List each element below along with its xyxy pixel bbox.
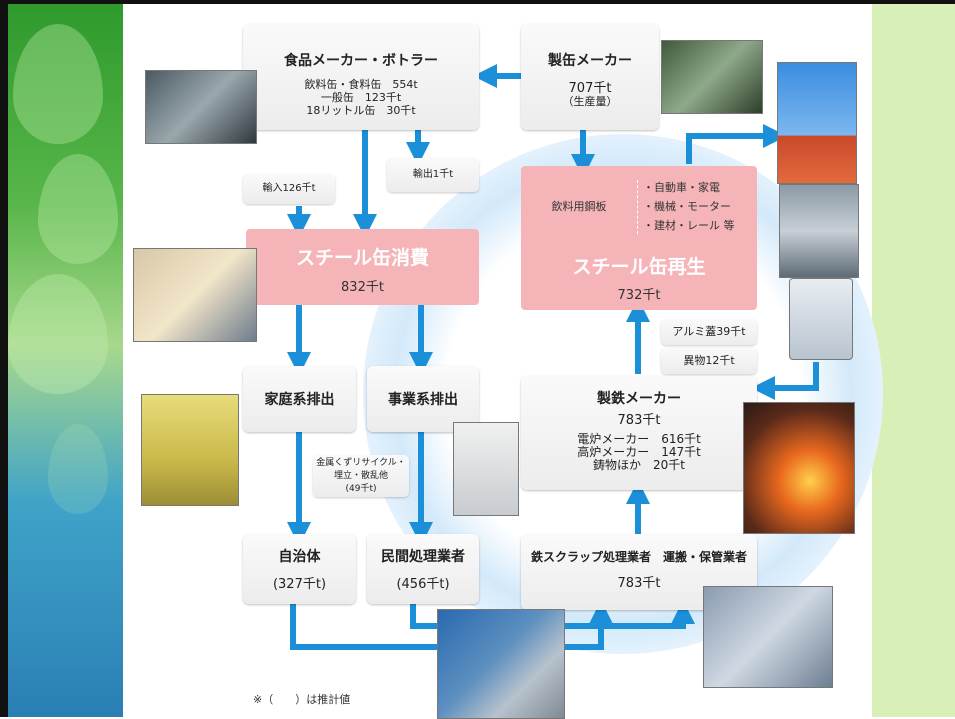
intermediate-line-2: 埋立・散乱他 [333, 471, 388, 481]
municipality-box: 自治体 (327千t) [243, 534, 356, 604]
scrap-value: 783千t [617, 576, 661, 591]
intermediate-line-1: 金属くずリサイクル・ [316, 458, 406, 468]
household-box: 家庭系排出 [243, 366, 356, 432]
scrap-bales-photo [703, 586, 833, 688]
food-maker-box: 食品メーカー・ボトラー 飲料缶・食料缶 554t 一般缶 123千t 18リット… [243, 24, 479, 130]
vending-machine-photo [453, 422, 519, 516]
steel-maker-box: 製鉄メーカー 783千t 電炉メーカー 616千t 高炉メーカー 147千t 鋳… [521, 376, 757, 490]
steel-furnace-photo [743, 402, 855, 534]
consumption-title: スチール缶消費 [295, 247, 429, 269]
food-maker-line-2: 一般缶 123千t [320, 91, 402, 104]
business-label: 事業系排出 [388, 392, 458, 408]
recycle-use-2: ・機械・モーター [643, 200, 731, 213]
can-maker-box: 製缶メーカー 707千t （生産量） [521, 24, 659, 130]
foreign-box: 異物12千t [661, 348, 757, 374]
food-maker-title: 食品メーカー・ボトラー [284, 53, 438, 69]
intermediate-box: 金属くずリサイクル・ 埋立・散乱他 (49千t) [313, 455, 409, 497]
municipality-value: (327千t) [272, 577, 327, 592]
recycle-box: 飲料用鋼板 ・自動車・家電 ・機械・モーター ・建材・レール 等 スチール缶再生… [521, 166, 757, 310]
recycle-left-label: 飲料用鋼板 [521, 180, 638, 234]
can-maker-note: （生産量） [562, 95, 618, 108]
children-drinking-photo [133, 248, 257, 342]
can-basket-photo [141, 394, 239, 506]
scrap-title: 鉄スクラップ処理業者 運搬・保管業者 [530, 550, 747, 564]
steel-maker-line-2: 高炉メーカー 147千t [577, 445, 701, 459]
aluminum-box: アルミ蓋39千t [661, 319, 757, 345]
municipality-title: 自治体 [278, 549, 321, 565]
factory-photo [145, 70, 257, 144]
truck-photo [437, 609, 565, 719]
import-box: 輸入126千t [243, 174, 335, 204]
recycle-use-3: ・建材・レール 等 [643, 219, 735, 232]
footnote: ※（ ）は推計値 [253, 693, 351, 706]
private-box: 民間処理業者 (456千t) [367, 534, 479, 604]
steel-maker-value: 783千t [617, 413, 661, 428]
household-label: 家庭系排出 [264, 392, 335, 408]
private-title: 民間処理業者 [381, 549, 465, 565]
export-box: 輸出1千t [387, 158, 479, 192]
cars-photo [779, 184, 859, 278]
recycle-title: スチール缶再生 [572, 256, 706, 278]
steel-maker-line-1: 電炉メーカー 616千t [577, 432, 701, 446]
private-value: (456千t) [396, 577, 450, 592]
can-maker-value: 707千t [568, 81, 612, 96]
food-maker-line-1: 飲料缶・食料缶 554t [304, 78, 418, 91]
steel-maker-line-3: 鋳物ほか 20千t [593, 458, 685, 472]
recycle-value: 732千t [617, 288, 661, 303]
steel-maker-title: 製鉄メーカー [597, 391, 681, 407]
intermediate-line-3: (49千t) [345, 484, 377, 494]
consumption-box: スチール缶消費 832千t [246, 229, 479, 305]
leaf-water-background [8, 4, 123, 717]
recycle-use-1: ・自動車・家電 [643, 181, 720, 194]
diagram-canvas: 食品メーカー・ボトラー 飲料缶・食料缶 554t 一般缶 123千t 18リット… [123, 14, 883, 719]
can-production-photo [661, 40, 763, 114]
washing-machine-photo [789, 278, 853, 360]
can-maker-title: 製缶メーカー [548, 53, 632, 69]
food-maker-line-3: 18リットル缶 30千t [306, 104, 416, 117]
business-box: 事業系排出 [367, 366, 479, 432]
right-background-band [872, 4, 955, 717]
consumption-value: 832千t [341, 280, 384, 295]
tokyo-tower-photo [777, 62, 857, 184]
